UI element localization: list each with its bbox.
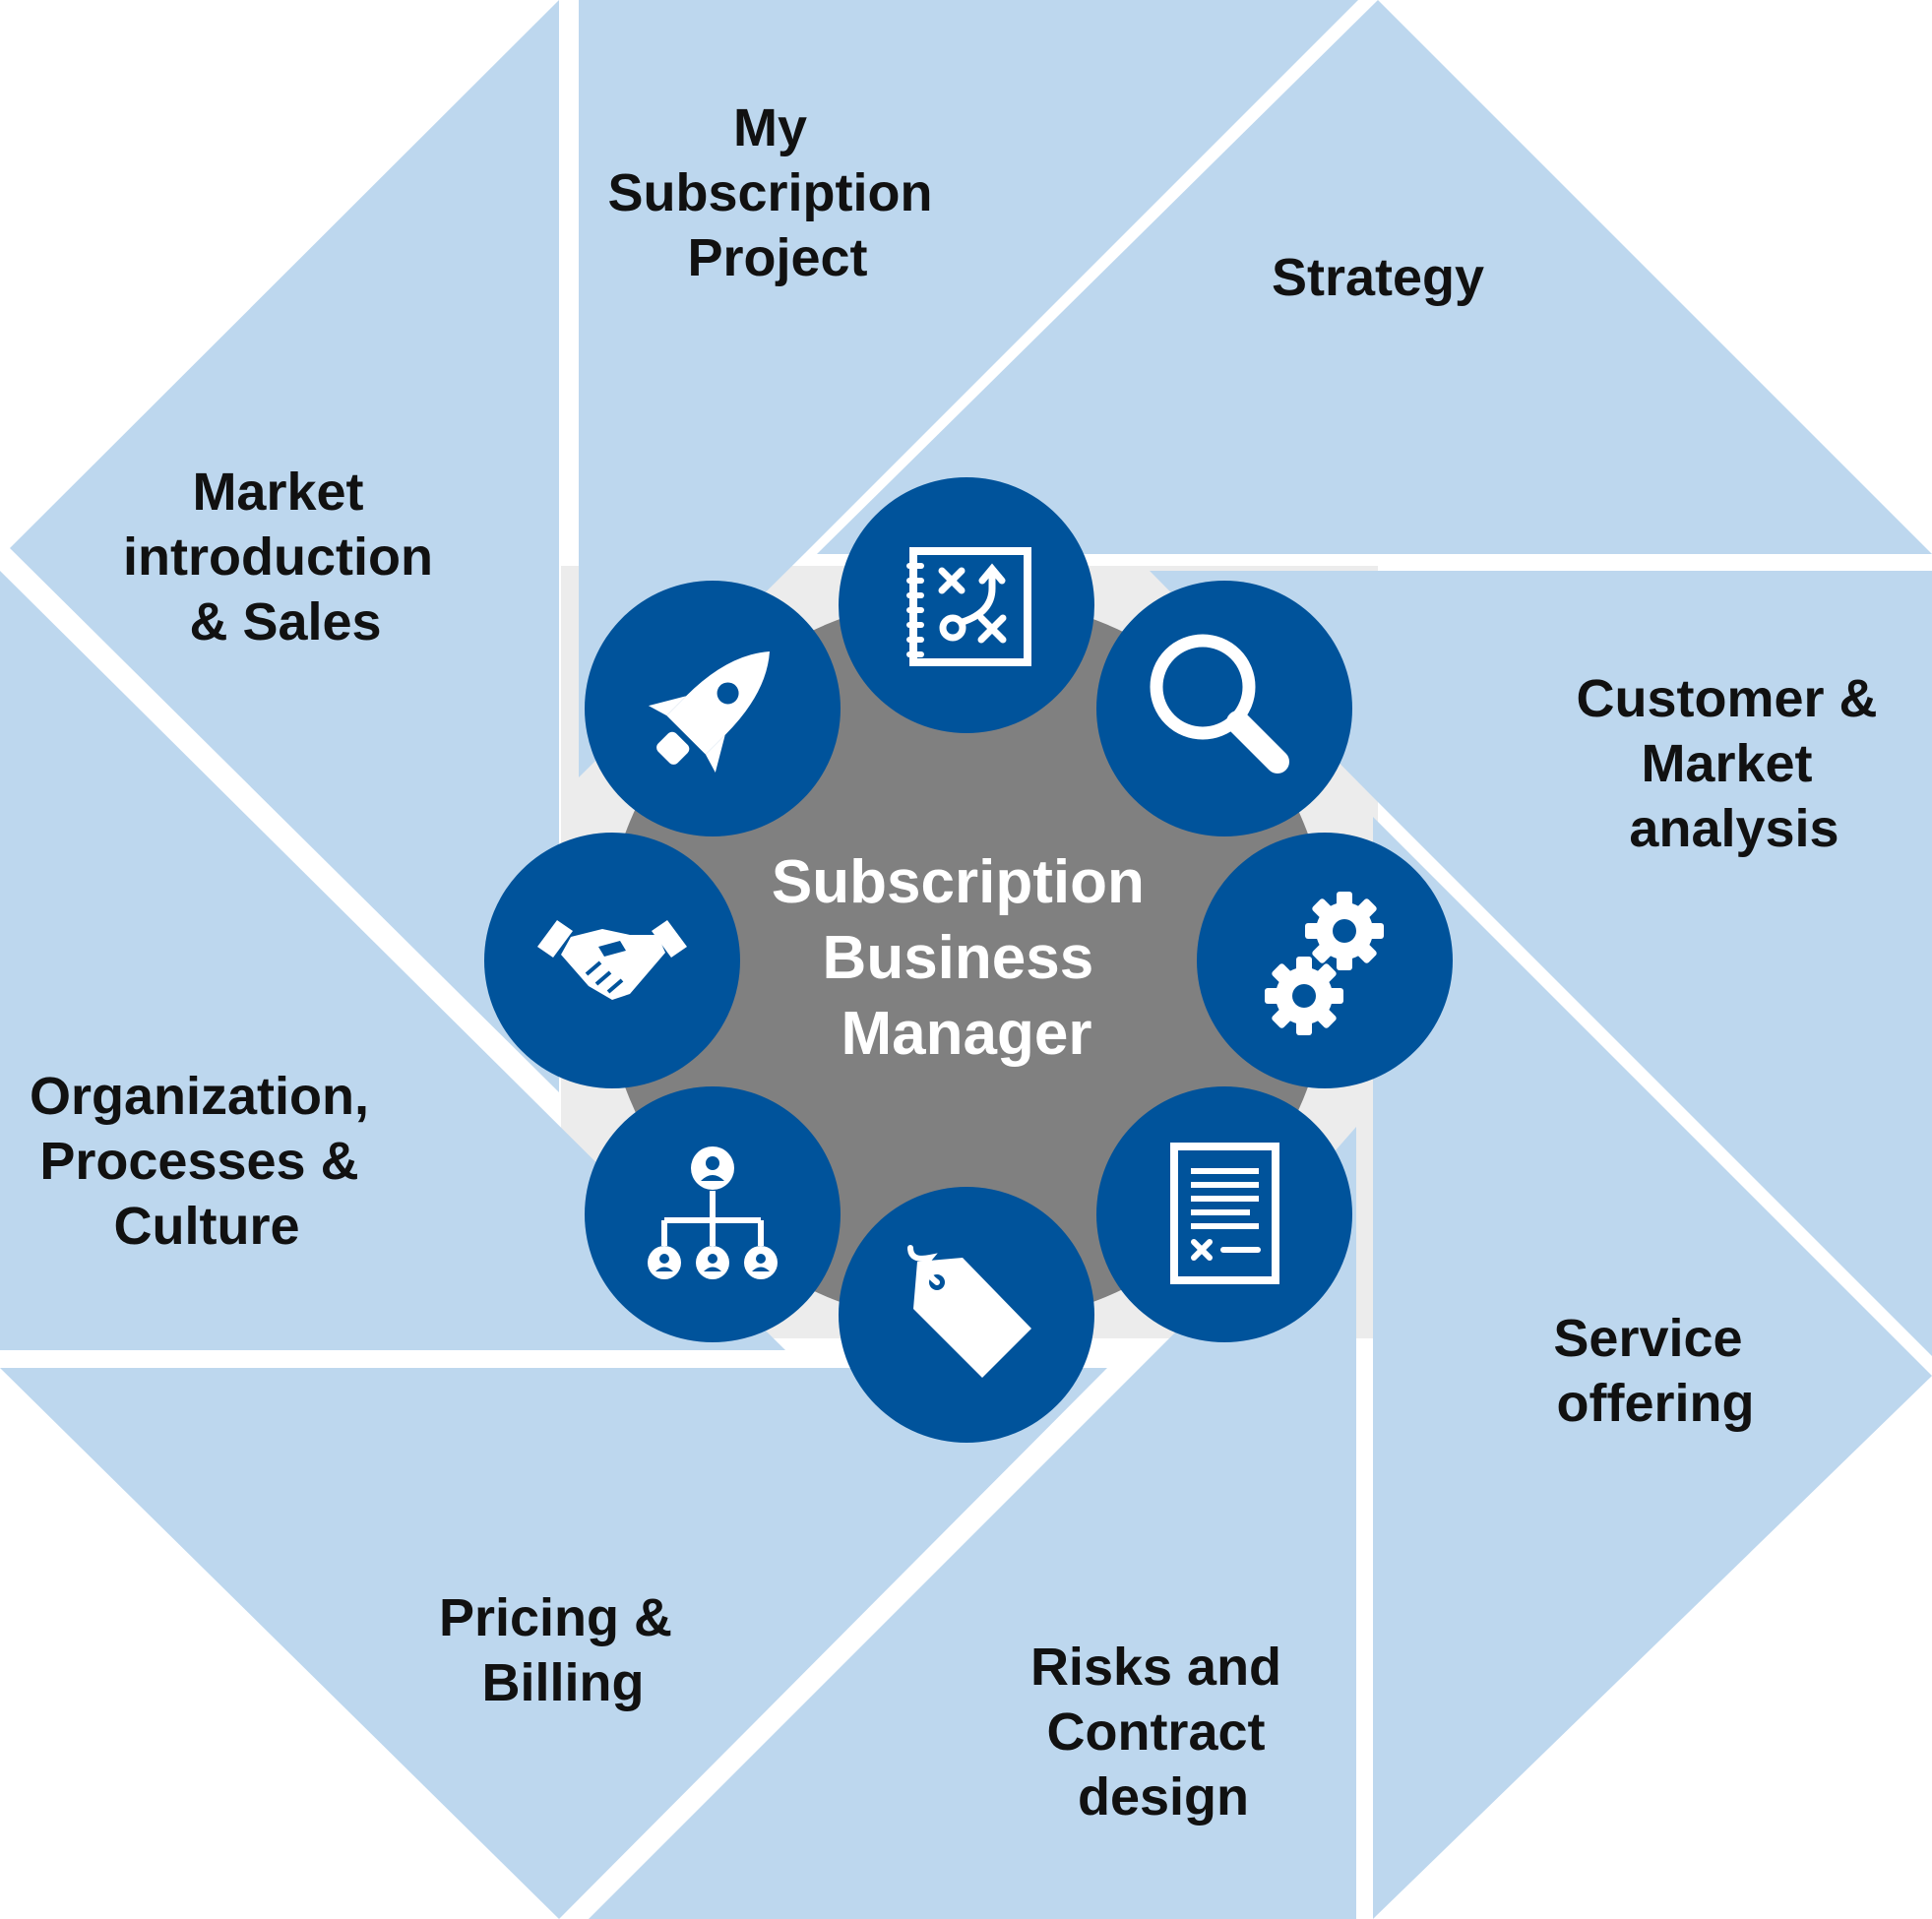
magnifier-icon <box>1096 581 1352 836</box>
label-line: Market <box>192 463 363 522</box>
center-title-line: Manager <box>841 1000 1092 1068</box>
segment-service-offering <box>1373 817 1932 1919</box>
label-line: Strategy <box>1272 248 1484 307</box>
center-title-line: Subscription <box>772 848 1145 916</box>
segment-my-subscription-project <box>579 0 1358 777</box>
contract-document-icon <box>1096 1086 1352 1342</box>
segment-customer-market-analysis <box>1150 571 1932 1356</box>
label-risks-contract-design: Risks and Contract design <box>1030 1638 1296 1826</box>
price-tag-icon <box>839 1187 1094 1443</box>
label-line: Market <box>1641 734 1812 793</box>
label-line: Processes & <box>39 1132 358 1191</box>
label-line: offering <box>1557 1374 1755 1433</box>
center-title: Subscription Business Manager <box>772 848 1161 1068</box>
label-line: Billing <box>482 1653 645 1712</box>
label-line: introduction <box>123 527 433 587</box>
icon-ring <box>484 477 1453 1443</box>
label-organization-processes-culture: Organization, Processes & Culture <box>30 1067 384 1256</box>
label-pricing-billing: Pricing & Billing <box>439 1588 687 1712</box>
label-my-subscription-project: My Subscription Project <box>607 98 947 287</box>
label-line: Risks and <box>1030 1638 1281 1697</box>
label-line: Project <box>687 228 867 287</box>
label-line: My <box>733 98 807 157</box>
label-line: Pricing & <box>439 1588 672 1647</box>
label-line: analysis <box>1629 799 1839 858</box>
segment-organization-processes-culture <box>0 571 785 1350</box>
segment-strategy <box>817 0 1932 554</box>
label-line: Service <box>1553 1309 1742 1368</box>
label-line: design <box>1078 1767 1249 1826</box>
label-service-offering: Service offering <box>1553 1309 1757 1433</box>
label-line: & Sales <box>189 592 381 651</box>
label-customer-market-analysis: Customer & Market analysis <box>1576 669 1892 858</box>
label-market-introduction-sales: Market introduction & Sales <box>123 463 448 651</box>
handshake-icon <box>484 833 740 1088</box>
label-line: Contract <box>1046 1702 1265 1762</box>
label-line: Organization, <box>30 1067 369 1126</box>
org-chart-icon <box>585 1086 841 1342</box>
label-strategy: Strategy <box>1272 248 1484 307</box>
segment-pricing-billing <box>0 1368 1107 1919</box>
strategy-board-icon <box>839 477 1094 733</box>
label-line: Subscription <box>607 163 932 222</box>
gears-icon <box>1197 833 1453 1088</box>
segment-risks-contract-design <box>589 1127 1356 1919</box>
label-line: Customer & <box>1576 669 1877 728</box>
segment-labels: My Subscription Project Strategy Custome… <box>30 98 1892 1826</box>
center-title-line: Business <box>823 924 1094 992</box>
rocket-icon <box>585 581 841 836</box>
segment-market-introduction-sales <box>10 0 559 1092</box>
label-line: Culture <box>114 1197 300 1256</box>
